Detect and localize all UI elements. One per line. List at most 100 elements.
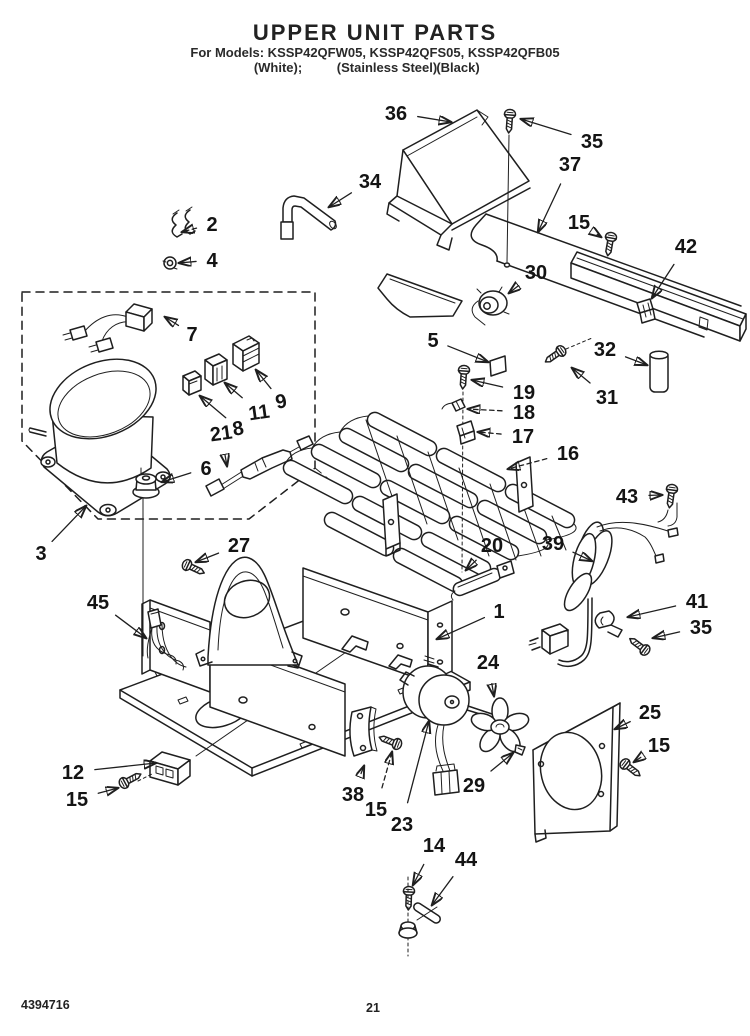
part-number-25: 25 bbox=[639, 702, 661, 724]
part-number-17: 17 bbox=[512, 426, 534, 448]
part-number-21: 21 bbox=[209, 422, 234, 447]
part-number-6: 6 bbox=[200, 458, 211, 480]
leader-arrow-31 bbox=[572, 368, 591, 384]
part-number-45: 45 bbox=[87, 592, 109, 614]
fan-blade bbox=[470, 697, 530, 756]
page-title: UPPER UNIT PARTS bbox=[252, 20, 498, 45]
part-number-5: 5 bbox=[427, 330, 438, 352]
part-number-15: 15 bbox=[568, 212, 590, 234]
thermostat-sensor bbox=[205, 435, 314, 497]
leader-arrow-21 bbox=[225, 455, 227, 466]
part-number-12: 12 bbox=[62, 762, 84, 784]
leader-arrow-1 bbox=[437, 616, 486, 639]
leader-arrow-32 bbox=[624, 356, 647, 365]
leader-arrow-15 bbox=[597, 234, 601, 237]
part-number-32: 32 bbox=[594, 339, 616, 361]
part-number-44: 44 bbox=[455, 849, 478, 871]
relay-and-wires bbox=[62, 303, 153, 353]
unit-frame bbox=[141, 567, 453, 757]
leader-arrow-23 bbox=[406, 721, 429, 804]
models-line: For Models: KSSP42QFW05, KSSP42QFS05, KS… bbox=[190, 45, 560, 60]
leader-arrow-24 bbox=[492, 683, 494, 696]
mounting-plate-assembly bbox=[377, 213, 747, 393]
leader-arrow-3 bbox=[51, 506, 86, 543]
part-number-15: 15 bbox=[66, 789, 88, 811]
leader-arrow-15 bbox=[381, 752, 392, 789]
mounting-screws bbox=[116, 108, 679, 911]
leader-arrow-2 bbox=[182, 228, 198, 232]
foam-pad bbox=[489, 355, 507, 377]
part-number-35: 35 bbox=[690, 617, 712, 639]
leader-arrow-19 bbox=[472, 380, 504, 388]
cover-wedge bbox=[386, 109, 531, 251]
leader-arrow-34 bbox=[329, 192, 353, 207]
leader-arrow-29 bbox=[490, 753, 513, 772]
part-number-39: 39 bbox=[542, 533, 564, 555]
overload-connector-blocks bbox=[182, 335, 260, 396]
part-number-4: 4 bbox=[206, 250, 218, 272]
fan-motor-bracket bbox=[195, 556, 303, 669]
part-number-18: 18 bbox=[513, 402, 535, 424]
part-number-27: 27 bbox=[228, 535, 250, 557]
leader-arrow-6 bbox=[162, 472, 192, 482]
part-number-15: 15 bbox=[648, 735, 670, 757]
leader-arrow-44 bbox=[432, 876, 454, 905]
part-number-38: 38 bbox=[342, 784, 364, 806]
leader-arrow-9 bbox=[256, 370, 272, 390]
part-number-15: 15 bbox=[365, 799, 387, 821]
leader-arrow-38 bbox=[361, 766, 364, 774]
leader-arrow-12 bbox=[94, 763, 156, 771]
leader-arrow-25 bbox=[615, 722, 631, 729]
part-number-16: 16 bbox=[557, 443, 579, 465]
leader-arrow-36 bbox=[417, 117, 451, 122]
finish-stainless: (Stainless Steel) bbox=[336, 60, 438, 75]
coil-mounting-clips bbox=[441, 364, 476, 573]
page-number: 21 bbox=[366, 1001, 380, 1015]
part-number-1: 1 bbox=[493, 601, 504, 623]
finish-labels: (White); (Stainless Steel) (Black) bbox=[0, 60, 750, 76]
power-cord bbox=[528, 502, 679, 668]
part-number-8: 8 bbox=[231, 417, 246, 441]
part-number-20: 20 bbox=[481, 535, 503, 557]
part-number-24: 24 bbox=[477, 652, 500, 674]
small-grommet bbox=[162, 256, 178, 270]
compressor-kit-dashed-outline bbox=[21, 291, 353, 520]
part-number-34: 34 bbox=[359, 171, 382, 193]
leader-arrow-8 bbox=[200, 396, 227, 419]
leader-arrow-15 bbox=[97, 788, 118, 793]
condenser-coil bbox=[282, 411, 577, 593]
finish-black: (Black) bbox=[436, 60, 480, 75]
condenser-fan-motor bbox=[399, 655, 505, 796]
leader-arrow-27 bbox=[196, 553, 220, 562]
terminal-block bbox=[137, 751, 191, 786]
leader-arrow-35 bbox=[653, 632, 681, 638]
part-number-36: 36 bbox=[385, 103, 407, 125]
part-number-9: 9 bbox=[273, 390, 288, 414]
leader-arrow-42 bbox=[652, 263, 675, 298]
part-number-41: 41 bbox=[686, 591, 708, 613]
part-number-30: 30 bbox=[525, 262, 547, 284]
fan-clip bbox=[514, 744, 526, 756]
part-number-23: 23 bbox=[391, 814, 413, 836]
part-number-37: 37 bbox=[559, 154, 581, 176]
leader-arrow-15 bbox=[634, 757, 641, 762]
part-number-43: 43 bbox=[616, 486, 638, 508]
leader-arrow-11 bbox=[225, 383, 243, 399]
leader-arrow-30 bbox=[509, 286, 519, 293]
support-bracket bbox=[349, 706, 378, 757]
leader-arrow-16 bbox=[508, 458, 548, 469]
coil-bracket bbox=[450, 560, 515, 601]
leader-arrow-14 bbox=[413, 863, 425, 885]
finish-white: (White); bbox=[253, 60, 303, 75]
bottom-fasteners bbox=[398, 876, 441, 957]
leader-arrow-5 bbox=[447, 345, 488, 362]
part-number-7: 7 bbox=[186, 324, 197, 346]
leader-arrow-39 bbox=[572, 551, 592, 561]
part-number-35: 35 bbox=[581, 131, 603, 153]
tube-clip bbox=[171, 206, 196, 238]
leader-arrow-37 bbox=[538, 183, 562, 232]
leader-arrow-18 bbox=[468, 409, 503, 411]
